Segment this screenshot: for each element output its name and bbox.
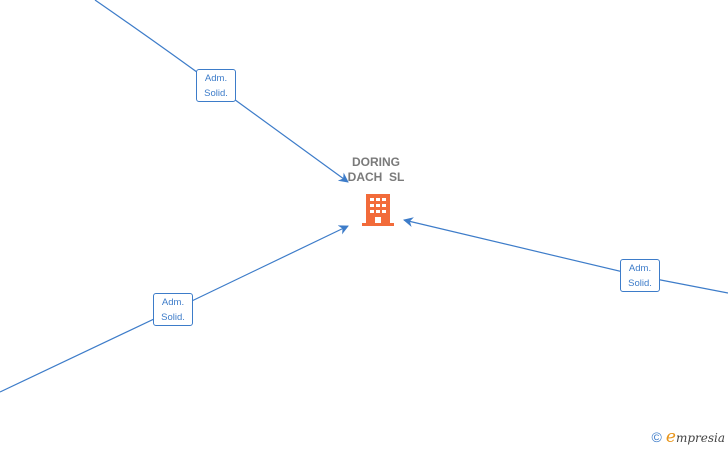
relation-label-3-line-2: Solid. xyxy=(628,278,652,289)
relation-line-3 xyxy=(403,217,728,294)
copyright-symbol: © xyxy=(651,429,662,445)
brand-logo-initial: e xyxy=(665,427,676,447)
building-icon[interactable] xyxy=(362,192,394,228)
relation-label-2[interactable]: Adm. Solid. xyxy=(153,293,193,326)
company-name-line-1: DORING xyxy=(352,155,400,169)
company-name[interactable]: DORING DACH SL xyxy=(318,155,434,185)
company-name-line-2: DACH SL xyxy=(347,170,405,184)
relation-label-1[interactable]: Adm. Solid. xyxy=(196,69,236,102)
relation-label-3[interactable]: Adm. Solid. xyxy=(620,259,660,292)
brand-footer: ©empresia xyxy=(652,428,725,447)
relation-label-3-line-1: Adm. xyxy=(628,263,652,274)
relation-label-2-line-2: Solid. xyxy=(161,312,185,323)
relation-label-2-line-1: Adm. xyxy=(161,297,185,308)
relation-label-1-line-2: Solid. xyxy=(204,88,228,99)
brand-logo-text: mpresia xyxy=(675,431,725,445)
relation-label-1-line-1: Adm. xyxy=(204,73,228,84)
